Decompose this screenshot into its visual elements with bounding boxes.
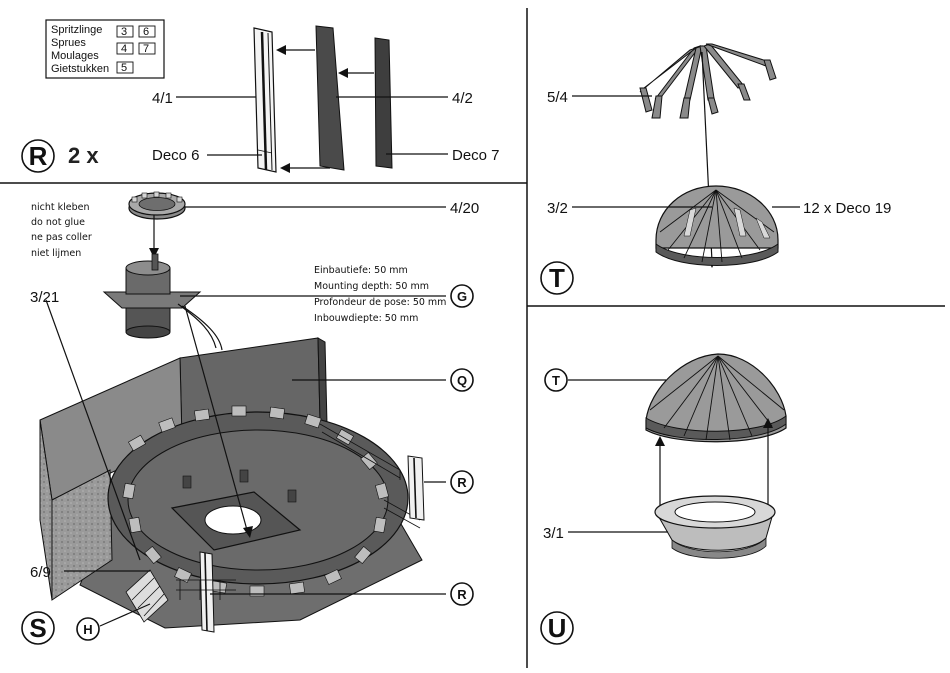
frame-part-5-4 — [640, 44, 776, 118]
step-u-letter: U — [548, 613, 567, 643]
step-t-letter: T — [549, 263, 565, 293]
sprue-line-1: Spritzlinge — [51, 24, 102, 36]
warning-fr: ne pas coller — [31, 232, 92, 243]
step-r-multiplier: 2 x — [68, 143, 99, 168]
callout-q-letter: Q — [457, 373, 467, 388]
sprue-line-2: Sprues — [51, 37, 86, 49]
step-r-letter: R — [29, 141, 48, 171]
gear-part-4-20 — [129, 192, 185, 219]
label-3-1: 3/1 — [543, 525, 564, 542]
label-6-9: 6/9 — [30, 564, 51, 581]
callout-t-letter: T — [552, 373, 560, 388]
mounting-fr: Profondeur de pose: 50 mm — [314, 297, 446, 308]
sprue-num-7: 7 — [143, 43, 149, 55]
pillar-part-4-1 — [254, 28, 276, 172]
label-3-2: 3/2 — [547, 200, 568, 217]
mounting-en: Mounting depth: 50 mm — [314, 281, 429, 292]
sprue-line-4: Gietstukken — [51, 63, 109, 75]
sprue-num-6: 6 — [143, 26, 149, 38]
callout-h-letter: H — [83, 622, 92, 637]
warning-de: nicht kleben — [31, 202, 90, 213]
sprue-num-4: 4 — [121, 43, 127, 55]
label-4-1: 4/1 — [152, 90, 173, 107]
panel-deco-7 — [375, 38, 392, 168]
callout-r-right-letter: R — [457, 475, 467, 490]
label-5-4: 5/4 — [547, 89, 568, 106]
label-deco-6: Deco 6 — [152, 147, 200, 164]
arena-base — [40, 338, 424, 632]
dome-part-3-2 — [656, 186, 778, 266]
sprue-num-3: 3 — [121, 26, 127, 38]
label-4-20: 4/20 — [450, 200, 479, 217]
label-4-2: 4/2 — [452, 90, 473, 107]
sprue-legend: Spritzlinge Sprues Moulages Gietstukken … — [46, 20, 164, 78]
ring-part-3-1 — [655, 496, 775, 558]
warning-nl: niet lijmen — [31, 248, 81, 259]
label-3-21: 3/21 — [30, 289, 59, 306]
label-12-deco-19: 12 x Deco 19 — [803, 200, 891, 217]
sprue-line-3: Moulages — [51, 50, 99, 62]
dome-assembly — [646, 354, 786, 442]
warning-en: do not glue — [31, 217, 85, 228]
sprue-num-5: 5 — [121, 62, 127, 74]
callout-g-letter: G — [457, 289, 467, 304]
panel-part-4-2 — [316, 26, 344, 170]
label-deco-7: Deco 7 — [452, 147, 500, 164]
panel-s: nicht kleben do not glue ne pas coller n… — [22, 192, 479, 644]
panel-u: T 3/1 U — [541, 354, 786, 644]
panel-t: 5/4 3/2 12 — [541, 44, 891, 294]
callout-r-bottom-letter: R — [457, 587, 467, 602]
step-s-letter: S — [29, 613, 46, 643]
mounting-nl: Inbouwdiepte: 50 mm — [314, 313, 418, 324]
motor-mount-g — [104, 254, 222, 350]
mounting-de: Einbautiefe: 50 mm — [314, 265, 408, 276]
